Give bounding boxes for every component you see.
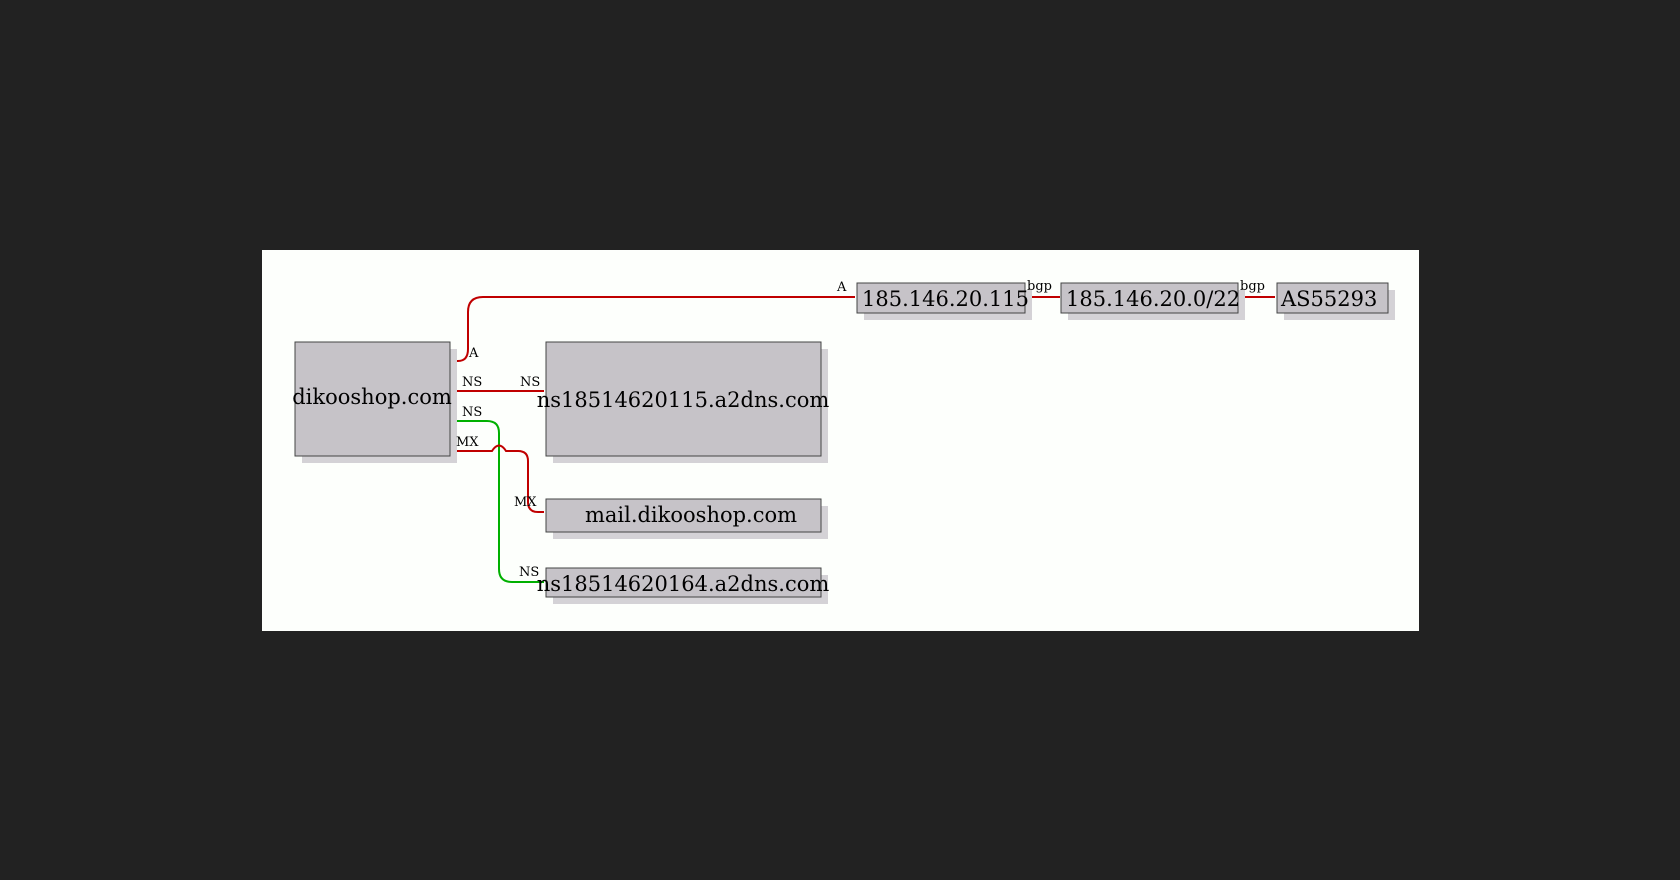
node-asn-label: AS55293 [1280,287,1377,311]
node-ip[interactable]: 185.146.20.115 [856,282,1032,320]
node-mail-label: mail.dikooshop.com [585,503,797,527]
node-mail[interactable]: mail.dikooshop.com [545,498,828,539]
edge-a [453,296,855,362]
edge-label-a-src: A [468,346,479,361]
edge-ns2 [453,420,544,583]
edge-mx [453,444,544,513]
node-ns2-label: ns18514620164.a2dns.com [537,572,830,596]
diagram-canvas: dikooshop.com ns18514620115.a2dns.com ma… [262,250,1419,631]
node-ns2[interactable]: ns18514620164.a2dns.com [537,567,830,604]
edge-label-mx-src: MX [456,435,479,450]
edge-label-bgp-2: bgp [1240,279,1265,294]
node-asn[interactable]: AS55293 [1276,282,1395,320]
node-ns1[interactable]: ns18514620115.a2dns.com [537,341,830,463]
node-prefix[interactable]: 185.146.20.0/22 [1060,282,1245,320]
edge-label-a-dst: A [836,280,847,295]
node-domain[interactable]: dikooshop.com [292,341,457,463]
edge-label-ns2-dst: NS [519,565,539,580]
node-ip-label: 185.146.20.115 [862,287,1029,311]
edge-label-bgp-1: bgp [1027,279,1052,294]
edge-label-ns1-src: NS [462,375,482,390]
edge-label-ns2-src: NS [462,405,482,420]
dns-graph: dikooshop.com ns18514620115.a2dns.com ma… [292,279,1395,604]
edge-label-ns1-dst: NS [520,375,540,390]
node-domain-label: dikooshop.com [292,385,452,409]
node-prefix-label: 185.146.20.0/22 [1066,287,1240,311]
node-ns1-label: ns18514620115.a2dns.com [537,388,830,412]
edge-label-mx-dst: MX [514,495,537,510]
